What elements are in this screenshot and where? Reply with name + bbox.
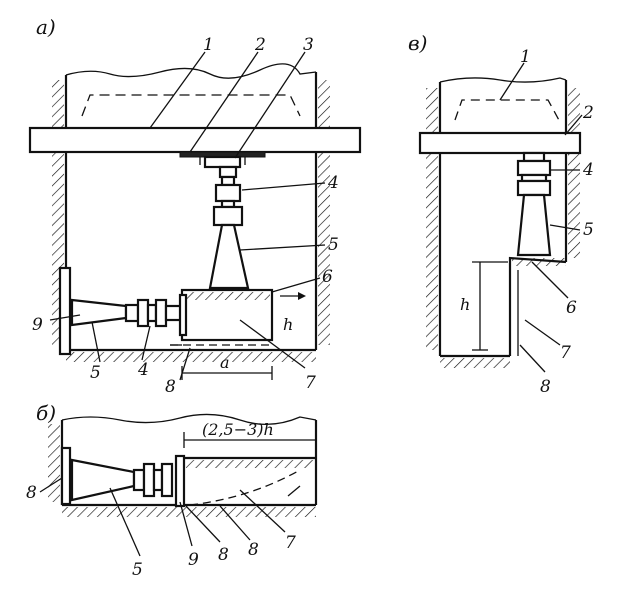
- label-a-9: 9: [32, 315, 43, 335]
- panel-a-floor-hatch: [66, 352, 316, 362]
- label-v-6: 6: [566, 298, 577, 318]
- panel-v-label: в): [408, 31, 427, 55]
- label-v-1: 1: [520, 47, 531, 67]
- label-a-6: 6: [322, 267, 333, 287]
- panel-b-label: б): [36, 401, 56, 425]
- panel-a-dim-a-text: a: [220, 353, 230, 372]
- panel-b-wavy-top: [61, 413, 317, 425]
- panel-v: в) h 1 2 4 5 6: [408, 31, 594, 397]
- panel-b-dynamometer: [142, 462, 156, 498]
- panel-a-dim-h-text: h: [283, 315, 293, 334]
- panel-v-dim-h-text: h: [460, 295, 470, 314]
- panel-b-dim-text: (2,5−3)h: [202, 420, 274, 439]
- label-a-1: 1: [203, 35, 214, 55]
- label-a-3: 3: [303, 35, 314, 55]
- label-a-8: 8: [165, 377, 176, 397]
- label-a-2: 2: [254, 35, 266, 55]
- panel-a-jack: [208, 223, 250, 290]
- label-a-4: 4: [327, 173, 339, 193]
- panel-a-label: а): [36, 15, 56, 39]
- panel-a-plate-head: [203, 155, 242, 169]
- label-v-5: 5: [583, 220, 594, 240]
- panel-a: а): [28, 15, 362, 397]
- panel-v-beam: [418, 131, 582, 155]
- label-a-5b: 5: [90, 363, 101, 383]
- panel-a-dynamo-base: [212, 205, 244, 227]
- label-b-8: 8: [26, 483, 37, 503]
- label-b-5: 5: [132, 560, 143, 580]
- label-b-7: 7: [285, 533, 296, 553]
- panel-a-dynamometer: [214, 183, 242, 203]
- label-a-5: 5: [328, 235, 339, 255]
- label-v-7: 7: [560, 343, 571, 363]
- panel-v-wavy-top: [439, 77, 567, 83]
- panel-a-dynamo-neck: [218, 165, 238, 179]
- panel-a-right-hatch: [318, 80, 330, 345]
- label-b-8c: 8: [248, 540, 259, 560]
- label-a-7: 7: [305, 373, 316, 393]
- panel-v-dashed-outline: [454, 99, 561, 123]
- panel-a-wall-plate: [58, 266, 72, 356]
- label-a-4b: 4: [137, 360, 149, 380]
- panel-b-jack: [70, 458, 136, 502]
- label-v-4: 4: [582, 160, 594, 180]
- panel-v-dynamometer: [516, 159, 552, 177]
- panel-b: б) (2,5−3)h 8 5 9 8 8: [26, 401, 318, 580]
- panel-a-wavy-top: [65, 63, 317, 79]
- panel-v-jack: [516, 193, 552, 257]
- panel-a-beam: [28, 126, 362, 154]
- label-b-9: 9: [188, 550, 199, 570]
- label-v-2: 2: [582, 103, 594, 123]
- panel-a-dashed-outline: [81, 94, 301, 117]
- panel-a-horizontal-jack: [70, 298, 128, 327]
- panel-a-horizontal-dynamo: [136, 298, 150, 328]
- label-v-8: 8: [540, 377, 551, 397]
- panel-b-wall-plate: [60, 446, 72, 506]
- label-b-8b: 8: [218, 545, 229, 565]
